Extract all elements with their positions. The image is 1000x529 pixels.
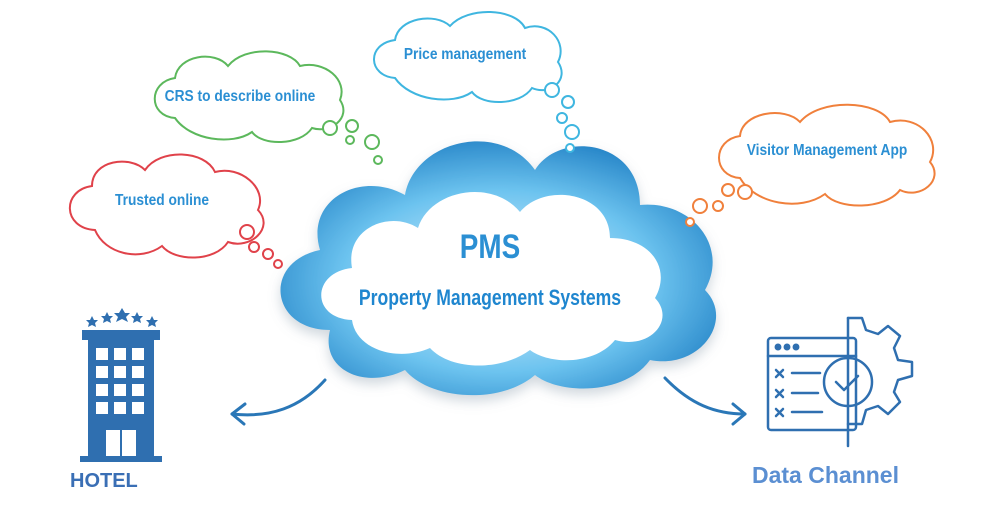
bubble-trusted-online bbox=[68, 153, 283, 269]
pms-cloud bbox=[280, 141, 717, 396]
data-channel-icon bbox=[766, 316, 914, 448]
data-channel-label: Data Channel bbox=[752, 462, 899, 488]
cloud-subtitle: Property Management Systems bbox=[358, 285, 622, 310]
bubble-visitor bbox=[685, 103, 936, 227]
bubble-price bbox=[373, 11, 580, 153]
hotel-label: HOTEL bbox=[70, 470, 138, 492]
bubble-label-trusted-online: Trusted online bbox=[114, 192, 210, 209]
bubble-label-crs: CRS to describe online bbox=[164, 88, 316, 105]
bubble-crs bbox=[153, 50, 383, 165]
hotel-icon bbox=[80, 308, 162, 462]
arrow-to-hotel bbox=[230, 378, 327, 426]
bubble-label-visitor: Visitor Management App bbox=[746, 142, 908, 159]
bubble-label-price: Price management bbox=[403, 46, 527, 63]
arrow-to-data-channel bbox=[663, 376, 747, 426]
star-icons bbox=[86, 308, 158, 327]
cloud-title: PMS bbox=[459, 228, 521, 266]
